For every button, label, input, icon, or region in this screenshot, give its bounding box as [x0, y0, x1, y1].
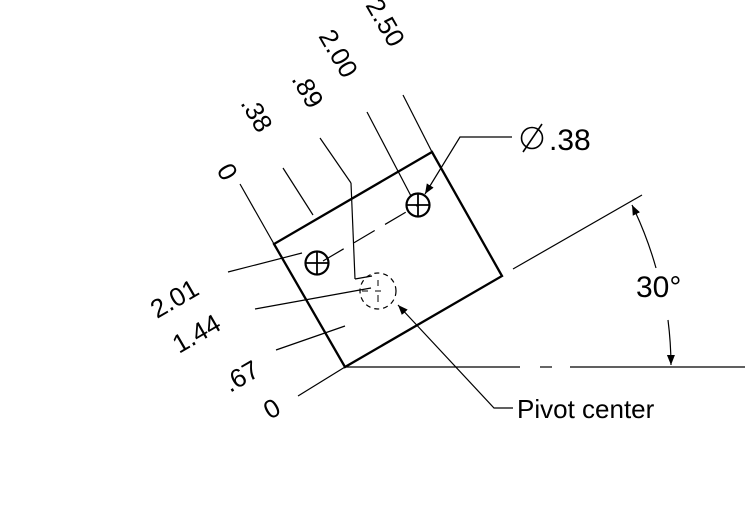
- plate-outline: [274, 152, 502, 367]
- angle-dimension-arc-upper: [632, 205, 656, 268]
- angle-extension-line: [513, 195, 642, 269]
- ordinate-label-y-0: 0: [258, 392, 286, 425]
- hole-callout-leader: [425, 137, 512, 194]
- pivot-hole: [360, 273, 396, 309]
- ordinate-label-x-200: 2.00: [313, 24, 364, 83]
- hole-2: [406, 193, 430, 217]
- pivot-note-leader: [398, 305, 513, 408]
- ordinate-line-x-89-top: [320, 138, 351, 183]
- angle-dimension-arc-lower: [668, 320, 671, 365]
- hole-1: [305, 251, 329, 275]
- ordinate-line-x-38: [283, 168, 313, 215]
- ordinate-label-y-67: .67: [218, 354, 264, 398]
- ordinate-label-x-250: 2.50: [360, 0, 411, 52]
- ordinate-line-x-250: [403, 95, 432, 152]
- hole-callout-value: .38: [549, 124, 591, 157]
- ordinate-line-y-0: [298, 367, 345, 396]
- angle-dimension-label: 30°: [636, 271, 681, 304]
- ordinate-label-x-38: .38: [235, 91, 279, 137]
- ordinate-label-x-0: 0: [211, 158, 244, 186]
- ordinate-label-y-144: 1.44: [167, 308, 226, 359]
- ordinate-line-x-0: [240, 184, 274, 244]
- ordinate-line-x-89: [355, 276, 372, 279]
- ordinate-line-x-200: [367, 112, 411, 196]
- pivot-note-label: Pivot center: [517, 394, 655, 424]
- hole-centerline: [323, 205, 418, 261]
- ordinate-label-x-89: .89: [286, 67, 330, 113]
- ordinate-line-y-67: [276, 326, 345, 350]
- ordinate-line-y-201: [228, 253, 302, 272]
- hole-callout: .38: [522, 124, 591, 157]
- ordinate-line-y-144: [255, 288, 371, 309]
